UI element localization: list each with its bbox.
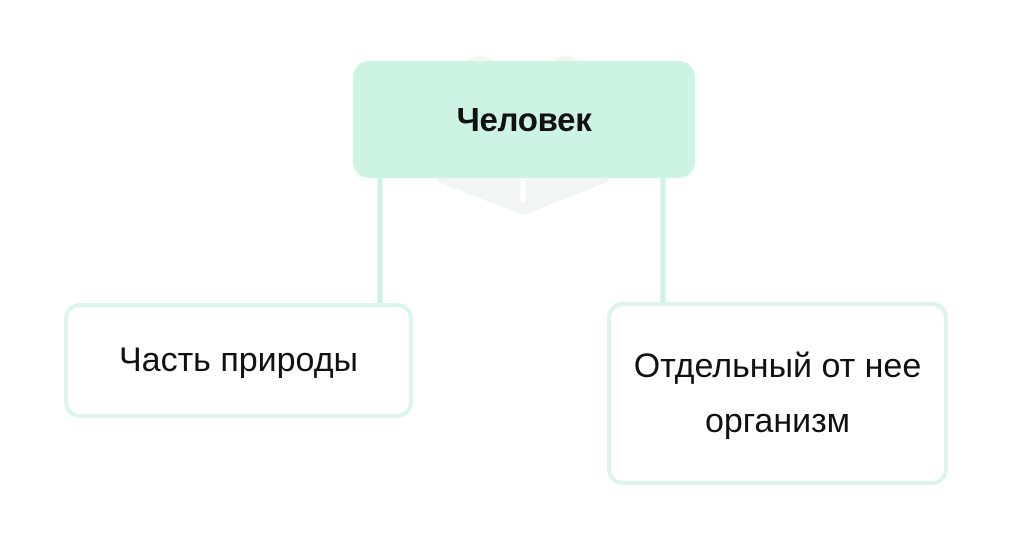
node-root: Человек [353,61,695,178]
node-child-organism: Отдельный от нее организм [607,302,948,485]
node-child-nature-label: Часть природы [119,341,358,379]
node-child-organism-label: Отдельный от нее организм [633,347,922,440]
node-root-label: Человек [456,100,592,138]
node-child-nature: Часть природы [64,303,413,418]
